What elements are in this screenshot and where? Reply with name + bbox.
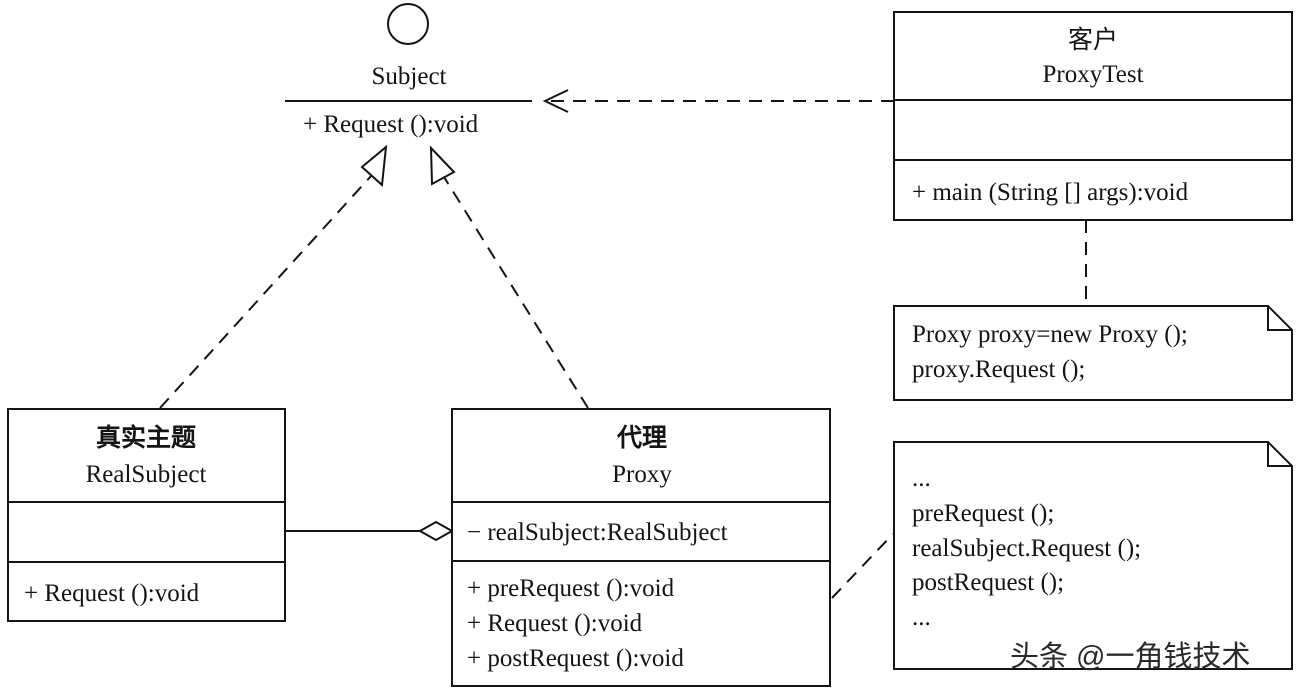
proxy-note-line: realSubject.Request (); (912, 535, 1141, 562)
watermark: 头条 @一角钱技术 (1010, 640, 1251, 673)
client-subject-dependency (542, 89, 894, 113)
realsubject-name: RealSubject (86, 461, 207, 488)
proxy-note: ... preRequest (); realSubject.Request (… (893, 441, 1293, 670)
realsubject-class: 真实主题 RealSubject + Request ():void (7, 408, 286, 622)
subject-name: Subject (372, 63, 447, 90)
proxy-note-line: ... (912, 465, 931, 492)
client-operation: + main (String [] args):void (912, 179, 1189, 206)
subject-interface: Subject + Request ():void (285, 3, 532, 138)
proxy-operation: + Request ():void (467, 610, 643, 637)
proxy-operation: + postRequest ():void (467, 645, 684, 672)
client-note: Proxy proxy=new Proxy (); proxy.Request … (893, 305, 1293, 401)
client-note-line: proxy.Request (); (912, 356, 1085, 383)
aggregation-line (285, 520, 455, 542)
proxy-operation: + preRequest ():void (467, 575, 675, 602)
client-name: ProxyTest (1042, 61, 1143, 88)
proxy-note-line: ... (912, 604, 931, 631)
realsubject-operation: + Request ():void (24, 580, 200, 607)
realsubject-realization-arrow (159, 144, 388, 409)
client-class: 客户 ProxyTest + main (String [] args):voi… (893, 11, 1293, 221)
client-title-cn: 客户 (1068, 26, 1118, 54)
proxy-realization-arrow (429, 145, 589, 409)
proxy-note-line: postRequest (); (912, 569, 1064, 596)
proxy-class: 代理 Proxy − realSubject:RealSubject + pre… (451, 408, 831, 687)
proxy-name: Proxy (612, 461, 672, 488)
realsubject-title-cn: 真实主题 (96, 423, 196, 452)
proxy-attribute: − realSubject:RealSubject (467, 519, 728, 546)
proxy-note-line: preRequest (); (912, 500, 1054, 527)
interface-lollipop-icon (387, 3, 429, 45)
client-note-line: Proxy proxy=new Proxy (); (912, 321, 1188, 348)
proxy-title-cn: 代理 (616, 424, 667, 452)
proxy-note-anchor (831, 533, 894, 599)
aggregation-diamond (417, 520, 455, 542)
subject-operation: + Request ():void (303, 111, 479, 138)
